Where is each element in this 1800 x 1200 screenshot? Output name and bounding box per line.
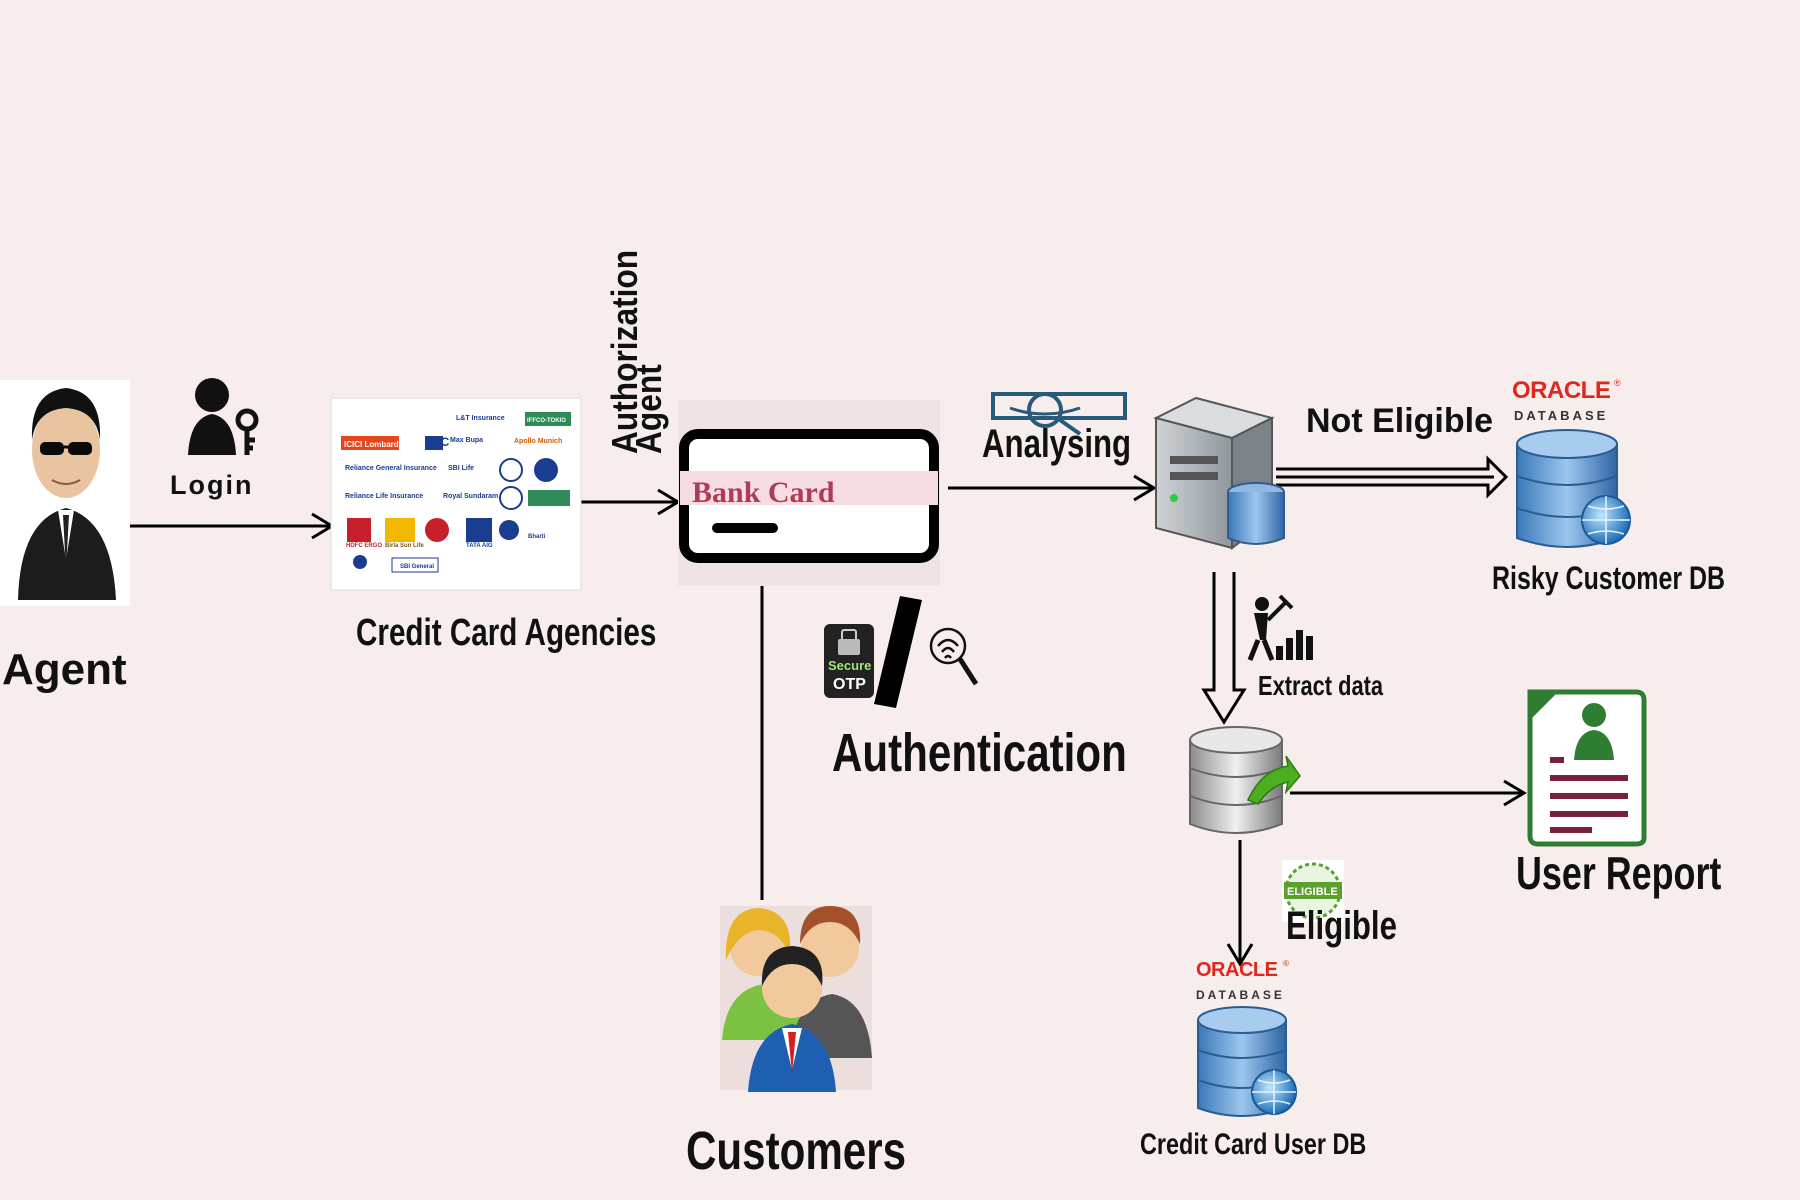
customers-icon <box>720 906 872 1092</box>
arrow-agent-to-agencies <box>122 512 335 540</box>
insurer-logo: Max Bupa <box>450 437 483 444</box>
arrow-customers-to-card <box>748 557 776 900</box>
insurer-logo: Birla Sun Life <box>385 543 424 549</box>
otp-label: OTP <box>833 676 866 693</box>
auth-bar-icon <box>874 596 922 708</box>
oracle-sub: DATABASE <box>1514 408 1608 423</box>
insurer-logo: Bharti <box>528 534 546 540</box>
agent-label: Agent <box>2 645 127 694</box>
oracle-logo: ORACLE <box>1512 377 1611 404</box>
eligible-stamp-icon: ELIGIBLE <box>1282 860 1344 922</box>
authentication-label: Authentication <box>832 723 1127 783</box>
bank-card-label: Bank Card <box>692 476 835 509</box>
fingerprint-search-icon <box>929 627 979 686</box>
arrow-db-to-cc-db <box>1226 840 1254 967</box>
secure-otp-icon: Secure OTP <box>824 624 874 698</box>
insurer-logo: IFFCO-TOKIO <box>527 418 566 424</box>
bank-card-icon[interactable]: Bank Card <box>678 400 940 586</box>
double-arrow-extract <box>1201 572 1247 725</box>
not-eligible-label: Not Eligible <box>1306 402 1493 440</box>
insurer-logo: SBI General <box>400 564 434 570</box>
arrow-agencies-to-card <box>580 488 681 516</box>
agent-icon <box>0 380 130 606</box>
user-data-db-icon <box>1189 726 1301 834</box>
user-report-icon <box>1527 689 1647 847</box>
risky-customer-db-label: Risky Customer DB <box>1492 560 1726 596</box>
arrow-card-to-server <box>948 474 1157 502</box>
analysing-icon <box>991 392 1127 436</box>
analysing-label: Analysing <box>982 422 1132 466</box>
double-arrow-not-eligible <box>1276 455 1509 499</box>
risky-customer-db-icon: ORACLE ® DATABASE <box>1512 377 1631 548</box>
eligible-stamp-text: ELIGIBLE <box>1287 886 1338 898</box>
agent-rotated-label: Agent <box>628 364 669 454</box>
insurer-logo: HDFC ERGO <box>346 543 382 549</box>
insurer-logo: TATA AIG <box>466 543 493 549</box>
insurer-logo: SBI Life <box>448 465 474 472</box>
oracle-registered: ® <box>1283 959 1289 968</box>
extract-data-label: Extract data <box>1258 670 1384 701</box>
insurer-logo: Reliance General Insurance <box>345 465 437 472</box>
secure-label: Secure <box>828 658 871 673</box>
insurer-logo: L&T Insurance <box>456 415 505 422</box>
agencies-logo-panel: L&T Insurance LIC Max Bupa Apollo Munich… <box>330 397 582 591</box>
oracle-sub: DATABASE <box>1196 988 1285 1002</box>
oracle-logo: ORACLE <box>1196 959 1278 981</box>
credit-card-agencies-label: Credit Card Agencies <box>356 612 657 654</box>
connectors <box>122 474 1527 967</box>
credit-card-user-db-label: Credit Card User DB <box>1140 1128 1367 1161</box>
user-report-label: User Report <box>1516 847 1722 899</box>
insurer-logo: Apollo Munich <box>514 438 562 445</box>
credit-card-user-db-icon: ORACLE ® DATABASE <box>1196 959 1297 1117</box>
login-label: Login <box>170 470 254 500</box>
server-icon <box>1153 396 1285 550</box>
eligible-label: Eligible <box>1286 904 1397 948</box>
insurer-logo: Royal Sundaram <box>443 493 498 500</box>
insurer-logo: Reliance Life Insurance <box>345 493 423 500</box>
customers-label: Customers <box>686 1121 907 1181</box>
login-key-icon <box>188 378 259 455</box>
insurer-logo: ICICI Lombard <box>344 440 399 449</box>
arrow-db-to-report <box>1290 779 1527 807</box>
oracle-registered: ® <box>1614 378 1621 388</box>
extract-data-icon <box>1247 594 1313 661</box>
